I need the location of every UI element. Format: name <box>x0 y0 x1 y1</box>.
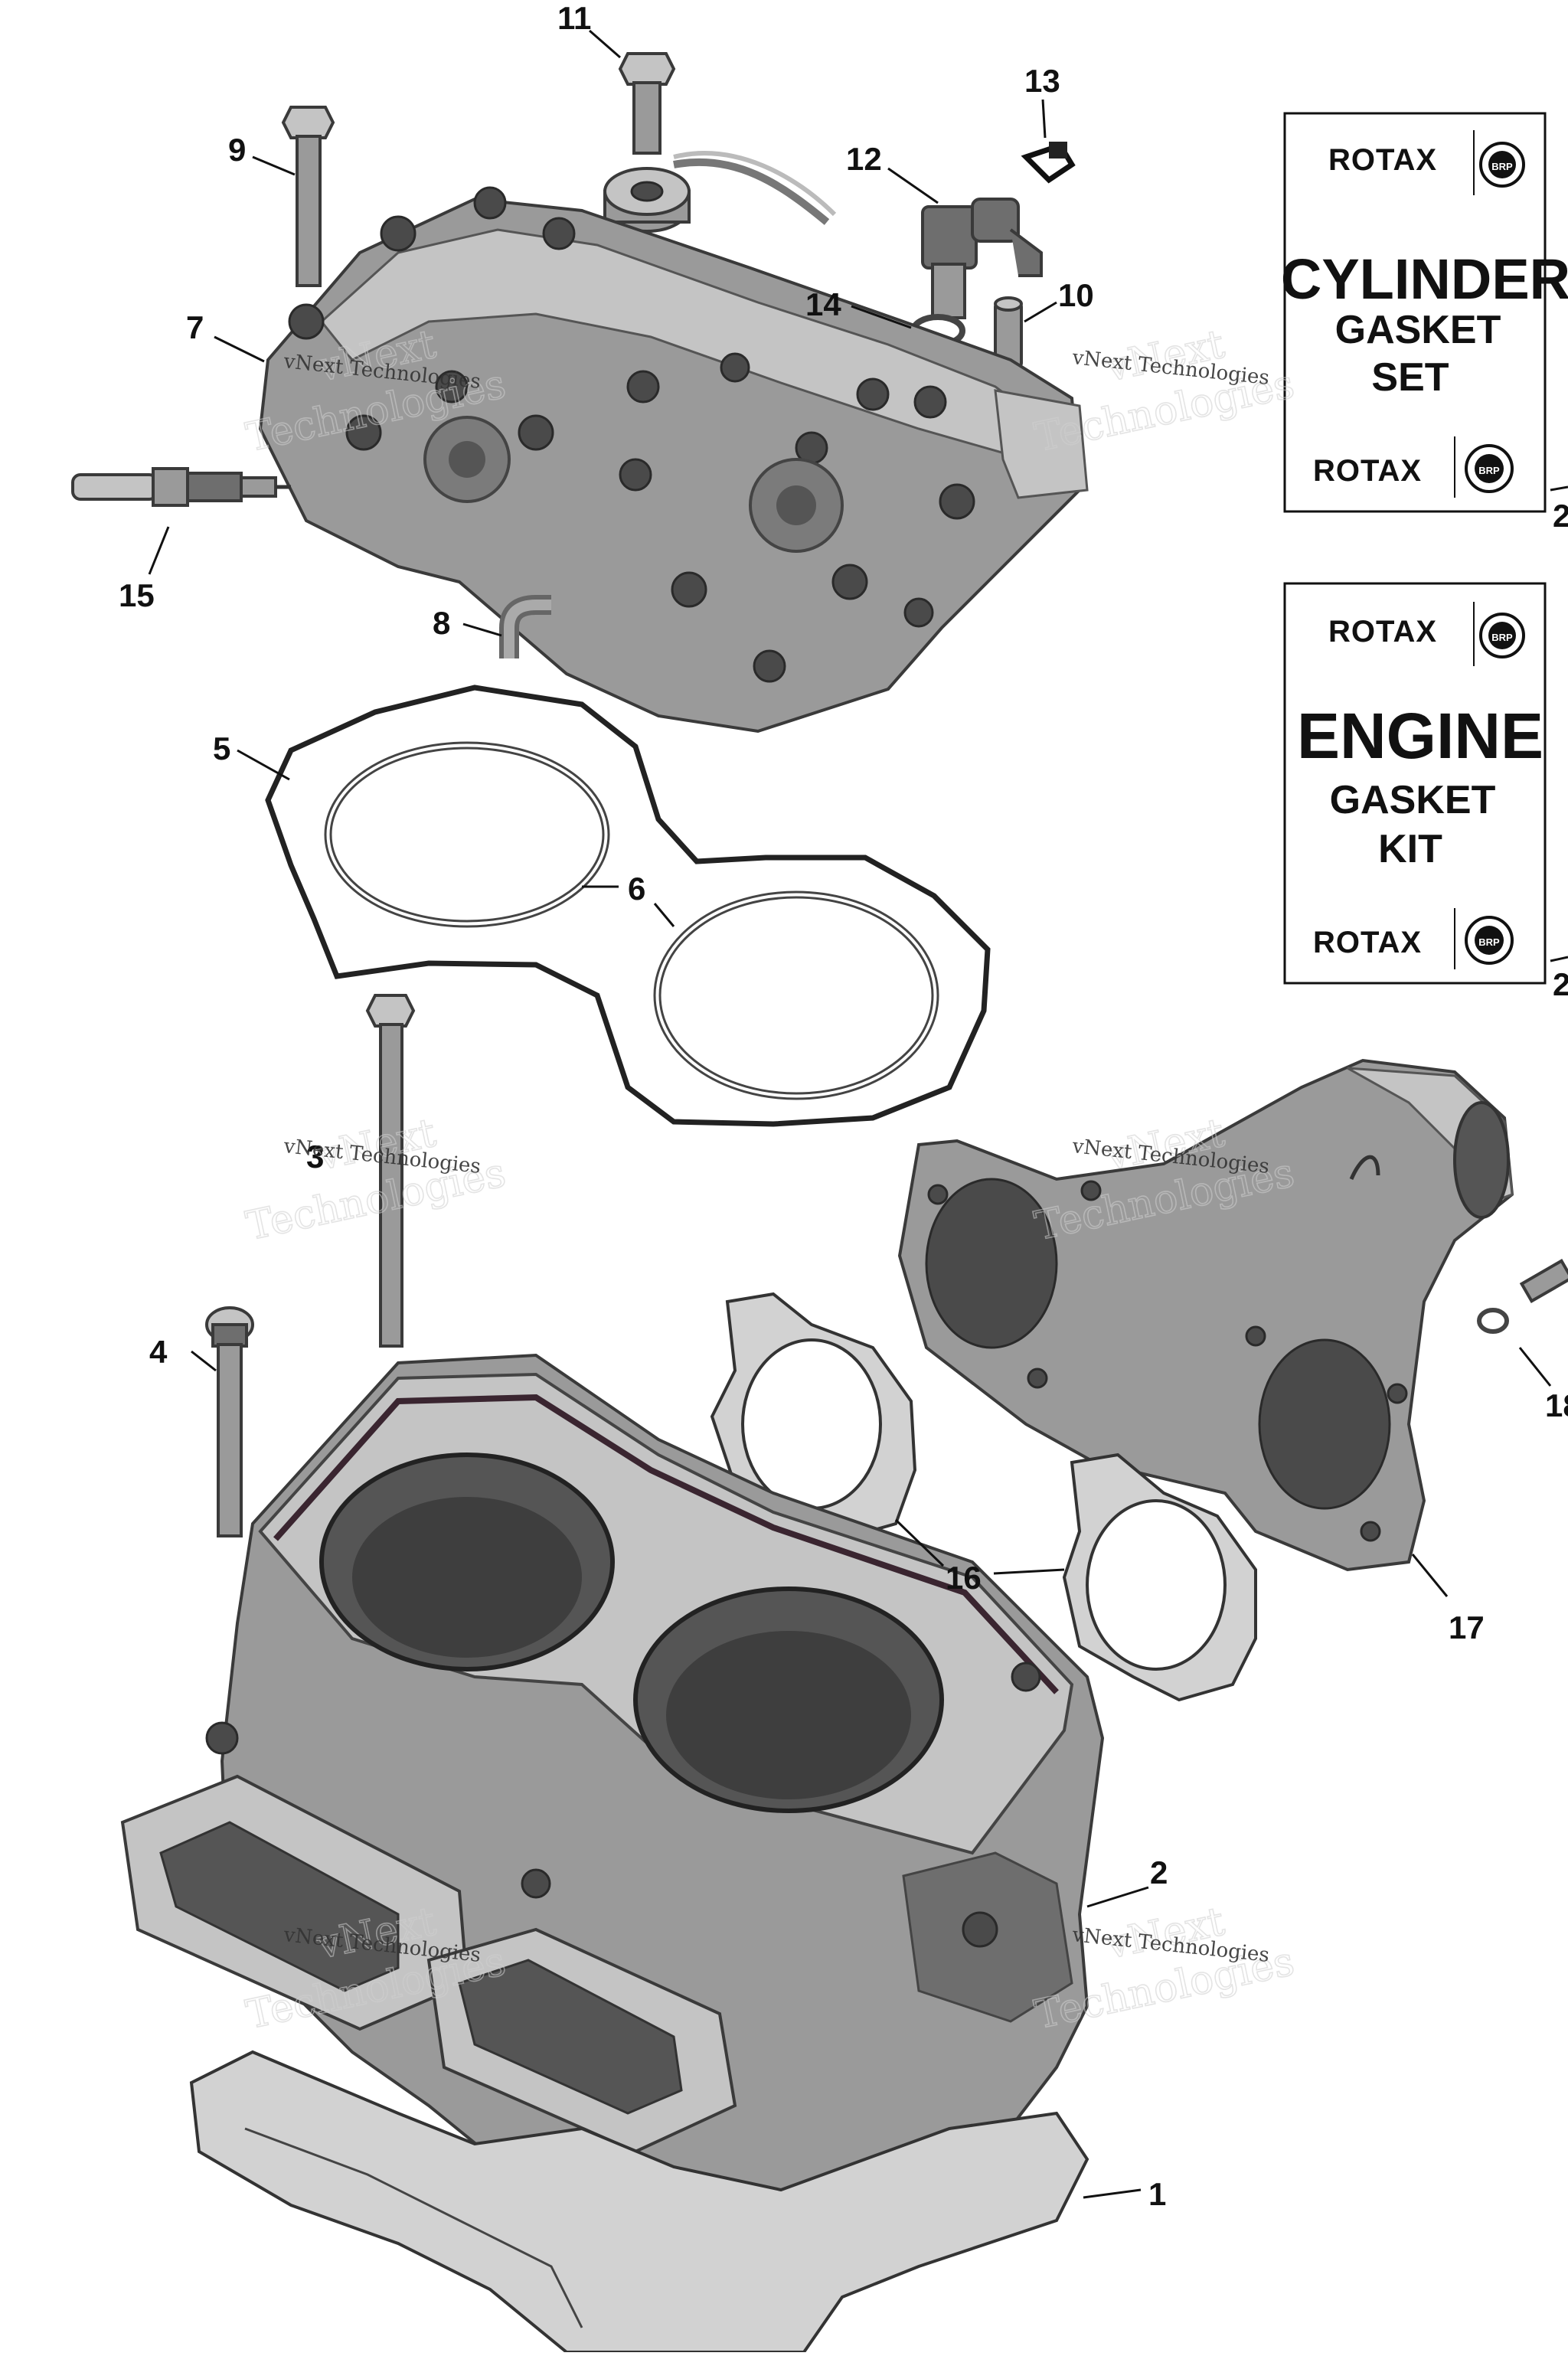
combustion-o-rings <box>324 741 939 1100</box>
brp-logo-icon: BRP <box>1465 916 1514 965</box>
callout-11: 11 <box>557 0 591 36</box>
cylinder-head-bolt-holes <box>288 186 975 683</box>
engine-kit-line3: KIT <box>1378 827 1442 871</box>
cylinder-kit-brand-bottom: ROTAX <box>1313 454 1422 488</box>
leader-lines <box>148 29 1568 2199</box>
callout-numbers: 11 9 13 12 14 10 7 15 8 5 6 3 4 18 16 17… <box>119 0 1568 2212</box>
engine-kit-line1: ENGINE <box>1297 700 1544 772</box>
callout-14: 14 <box>805 286 841 322</box>
knock-sensor-bolt <box>603 52 837 233</box>
cylinder-kit-line3: SET <box>1371 355 1449 400</box>
exhaust-manifold <box>897 1058 1514 1572</box>
manifold-bolt <box>1477 1259 1568 1334</box>
callout-13: 13 <box>1024 63 1060 99</box>
callout-12: 12 <box>846 141 882 177</box>
sensor-clip <box>1021 142 1076 184</box>
svg-text:BRP: BRP <box>1491 161 1513 172</box>
cylinder-base-gasket <box>189 2050 1089 2354</box>
callout-1: 1 <box>1148 2176 1166 2212</box>
callout-7: 7 <box>186 309 204 345</box>
brp-logo-icon: BRP <box>1479 142 1525 188</box>
cylinder-block <box>120 1353 1105 2284</box>
svg-text:BRP: BRP <box>1478 936 1500 948</box>
callout-18: 18 <box>1545 1387 1568 1423</box>
callout-10: 10 <box>1058 277 1094 313</box>
callout-9: 9 <box>228 132 246 168</box>
spark-plug <box>71 467 291 507</box>
brp-logo-icon: BRP <box>1479 613 1525 658</box>
callout-16: 16 <box>946 1560 982 1596</box>
cylinder-kit-line1: CYLINDER <box>1281 247 1568 311</box>
bleed-elbow-fitting <box>499 595 551 658</box>
exhaust-gaskets <box>710 1292 1257 1702</box>
brp-logo-icon: BRP <box>1465 444 1514 493</box>
callout-17: 17 <box>1449 1609 1485 1645</box>
cylinder-stud-bolt <box>365 994 416 1348</box>
callout-2: 2 <box>1150 1854 1168 1890</box>
callout-6: 6 <box>628 871 645 907</box>
callout-15: 15 <box>119 577 155 613</box>
engine-kit-brand-top: ROTAX <box>1328 615 1437 649</box>
cylinder-kit-brand-top: ROTAX <box>1328 143 1437 177</box>
callout-4: 4 <box>149 1334 168 1370</box>
cylinder-head <box>258 186 1089 734</box>
engine-kit-line2: GASKET <box>1330 778 1496 822</box>
callout-20-cylinder-kit: 20 <box>1553 498 1568 534</box>
callout-3: 3 <box>306 1139 324 1175</box>
engine-gasket-kit-label: ROTAX BRP ENGINE GASKET KIT ROTAX BRP <box>1283 582 1547 985</box>
svg-text:BRP: BRP <box>1478 465 1500 476</box>
cylinder-head-bolt-long <box>281 106 335 287</box>
callout-20-engine-kit: 20 <box>1553 966 1568 1002</box>
callout-5: 5 <box>213 730 230 766</box>
water-fitting <box>994 296 1023 369</box>
temperature-sensor <box>921 198 1043 319</box>
callout-8: 8 <box>433 605 450 641</box>
cylinder-kit-line2: GASKET <box>1335 308 1501 352</box>
cylinder-base-bolt <box>205 1306 254 1537</box>
svg-text:BRP: BRP <box>1491 632 1513 643</box>
head-o-ring-gasket <box>265 685 991 1127</box>
cylinder-gasket-set-label: ROTAX BRP CYLINDER GASKET SET ROTAX BRP <box>1281 112 1568 513</box>
engine-kit-brand-bottom: ROTAX <box>1313 926 1422 959</box>
